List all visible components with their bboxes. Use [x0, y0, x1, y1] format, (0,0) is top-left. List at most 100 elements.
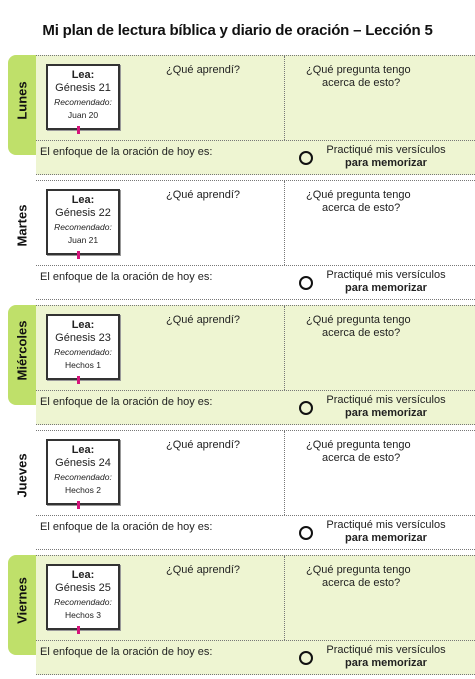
recommended-reference: Hechos 2: [65, 485, 101, 495]
question-line-1: ¿Qué pregunta tengo: [306, 564, 411, 576]
day-section-viernes: Viernes Lea: Génesis 25 Recomendado: Hec…: [8, 555, 475, 675]
row-divider: [36, 390, 475, 391]
day-section-miercoles: Miércoles Lea: Génesis 23 Recomendado: H…: [8, 305, 475, 425]
prayer-focus-label: El enfoque de la oración de hoy es:: [40, 646, 213, 658]
memorize-line-2: para memorizar: [345, 532, 427, 544]
reading-heading: Lea:: [71, 69, 95, 81]
row-divider: [36, 140, 475, 141]
bookmark-ribbon-icon: [77, 501, 80, 509]
day-panel: Lea: Génesis 25 Recomendado: Hechos 3 ¿Q…: [36, 555, 475, 675]
column-divider: [284, 431, 285, 515]
day-section-lunes: Lunes Lea: Génesis 21 Recomendado: Juan …: [8, 55, 475, 175]
recommended-label: Recomendado:: [54, 472, 112, 482]
what-i-learned-label: ¿Qué aprendí?: [166, 564, 240, 576]
reading-heading: Lea:: [71, 444, 95, 456]
reading-heading: Lea:: [71, 194, 95, 206]
prayer-focus-label: El enfoque de la oración de hoy es:: [40, 396, 213, 408]
memorize-line-1: Practiqué mis versículos: [326, 144, 446, 156]
reading-card: Lea: Génesis 23 Recomendado: Hechos 1: [46, 314, 120, 380]
recommended-label: Recomendado:: [54, 97, 112, 107]
day-panel: Lea: Génesis 23 Recomendado: Hechos 1 ¿Q…: [36, 305, 475, 425]
day-panel: Lea: Génesis 21 Recomendado: Juan 20 ¿Qu…: [36, 55, 475, 175]
day-tab: Miércoles: [8, 305, 36, 405]
question-line-1: ¿Qué pregunta tengo: [306, 64, 411, 76]
day-label: Jueves: [14, 453, 30, 498]
reading-reference: Génesis 24: [55, 457, 111, 469]
day-label: Miércoles: [14, 320, 30, 381]
question-line-1: ¿Qué pregunta tengo: [306, 189, 411, 201]
recommended-label: Recomendado:: [54, 222, 112, 232]
question-label: ¿Qué pregunta tengo acerca de esto?: [306, 439, 436, 465]
day-section-jueves: Jueves Lea: Génesis 24 Recomendado: Hech…: [8, 430, 475, 550]
column-divider: [284, 556, 285, 640]
question-line-2: acerca de esto?: [322, 577, 401, 589]
column-divider: [284, 306, 285, 390]
what-i-learned-label: ¿Qué aprendí?: [166, 64, 240, 76]
day-label: Martes: [14, 204, 30, 247]
reading-heading: Lea:: [71, 569, 95, 581]
day-panel: Lea: Génesis 24 Recomendado: Hechos 2 ¿Q…: [36, 430, 475, 550]
day-tab: Jueves: [8, 430, 36, 530]
reading-reference: Génesis 22: [55, 207, 111, 219]
question-line-1: ¿Qué pregunta tengo: [306, 439, 411, 451]
day-tab: Martes: [8, 180, 36, 280]
row-divider: [36, 640, 475, 641]
page-title: Mi plan de lectura bíblica y diario de o…: [42, 22, 433, 39]
reading-reference: Génesis 25: [55, 582, 111, 594]
memorize-line-2: para memorizar: [345, 657, 427, 669]
question-label: ¿Qué pregunta tengo acerca de esto?: [306, 189, 436, 215]
question-line-2: acerca de esto?: [322, 202, 401, 214]
reading-heading: Lea:: [71, 319, 95, 331]
recommended-label: Recomendado:: [54, 597, 112, 607]
reading-reference: Génesis 21: [55, 82, 111, 94]
column-divider: [284, 56, 285, 140]
bookmark-ribbon-icon: [77, 251, 80, 259]
question-label: ¿Qué pregunta tengo acerca de esto?: [306, 64, 436, 90]
day-tab: Viernes: [8, 555, 36, 655]
bookmark-ribbon-icon: [77, 126, 80, 134]
memorize-label: Practiqué mis versículos para memorizar: [326, 394, 446, 420]
day-tab: Lunes: [8, 55, 36, 155]
question-label: ¿Qué pregunta tengo acerca de esto?: [306, 564, 436, 590]
memorize-line-2: para memorizar: [345, 407, 427, 419]
row-divider: [36, 515, 475, 516]
memorize-label: Practiqué mis versículos para memorizar: [326, 269, 446, 295]
reading-card: Lea: Génesis 21 Recomendado: Juan 20: [46, 64, 120, 130]
what-i-learned-label: ¿Qué aprendí?: [166, 189, 240, 201]
memorize-label: Practiqué mis versículos para memorizar: [326, 644, 446, 670]
recommended-label: Recomendado:: [54, 347, 112, 357]
question-line-2: acerca de esto?: [322, 452, 401, 464]
reading-reference: Génesis 23: [55, 332, 111, 344]
recommended-reference: Juan 20: [67, 110, 99, 120]
memorize-line-1: Practiqué mis versículos: [326, 394, 446, 406]
prayer-focus-label: El enfoque de la oración de hoy es:: [40, 521, 213, 533]
question-line-1: ¿Qué pregunta tengo: [306, 314, 411, 326]
memorize-checkbox[interactable]: [299, 526, 313, 540]
memorize-line-1: Practiqué mis versículos: [326, 269, 446, 281]
day-label: Lunes: [14, 81, 30, 120]
memorize-checkbox[interactable]: [299, 651, 313, 665]
day-panel: Lea: Génesis 22 Recomendado: Juan 21 ¿Qu…: [36, 180, 475, 300]
column-divider: [284, 181, 285, 265]
memorize-line-2: para memorizar: [345, 282, 427, 294]
row-divider: [36, 265, 475, 266]
question-line-2: acerca de esto?: [322, 77, 401, 89]
memorize-label: Practiqué mis versículos para memorizar: [326, 144, 446, 170]
memorize-checkbox[interactable]: [299, 151, 313, 165]
prayer-focus-label: El enfoque de la oración de hoy es:: [40, 271, 213, 283]
memorize-checkbox[interactable]: [299, 401, 313, 415]
question-label: ¿Qué pregunta tengo acerca de esto?: [306, 314, 436, 340]
recommended-reference: Hechos 3: [65, 610, 101, 620]
memorize-label: Practiqué mis versículos para memorizar: [326, 519, 446, 545]
memorize-checkbox[interactable]: [299, 276, 313, 290]
prayer-focus-label: El enfoque de la oración de hoy es:: [40, 146, 213, 158]
reading-card: Lea: Génesis 22 Recomendado: Juan 21: [46, 189, 120, 255]
memorize-line-1: Practiqué mis versículos: [326, 519, 446, 531]
what-i-learned-label: ¿Qué aprendí?: [166, 314, 240, 326]
recommended-reference: Juan 21: [67, 235, 99, 245]
reading-card: Lea: Génesis 24 Recomendado: Hechos 2: [46, 439, 120, 505]
question-line-2: acerca de esto?: [322, 327, 401, 339]
recommended-reference: Hechos 1: [65, 360, 101, 370]
day-section-martes: Martes Lea: Génesis 22 Recomendado: Juan…: [8, 180, 475, 300]
bookmark-ribbon-icon: [77, 376, 80, 384]
